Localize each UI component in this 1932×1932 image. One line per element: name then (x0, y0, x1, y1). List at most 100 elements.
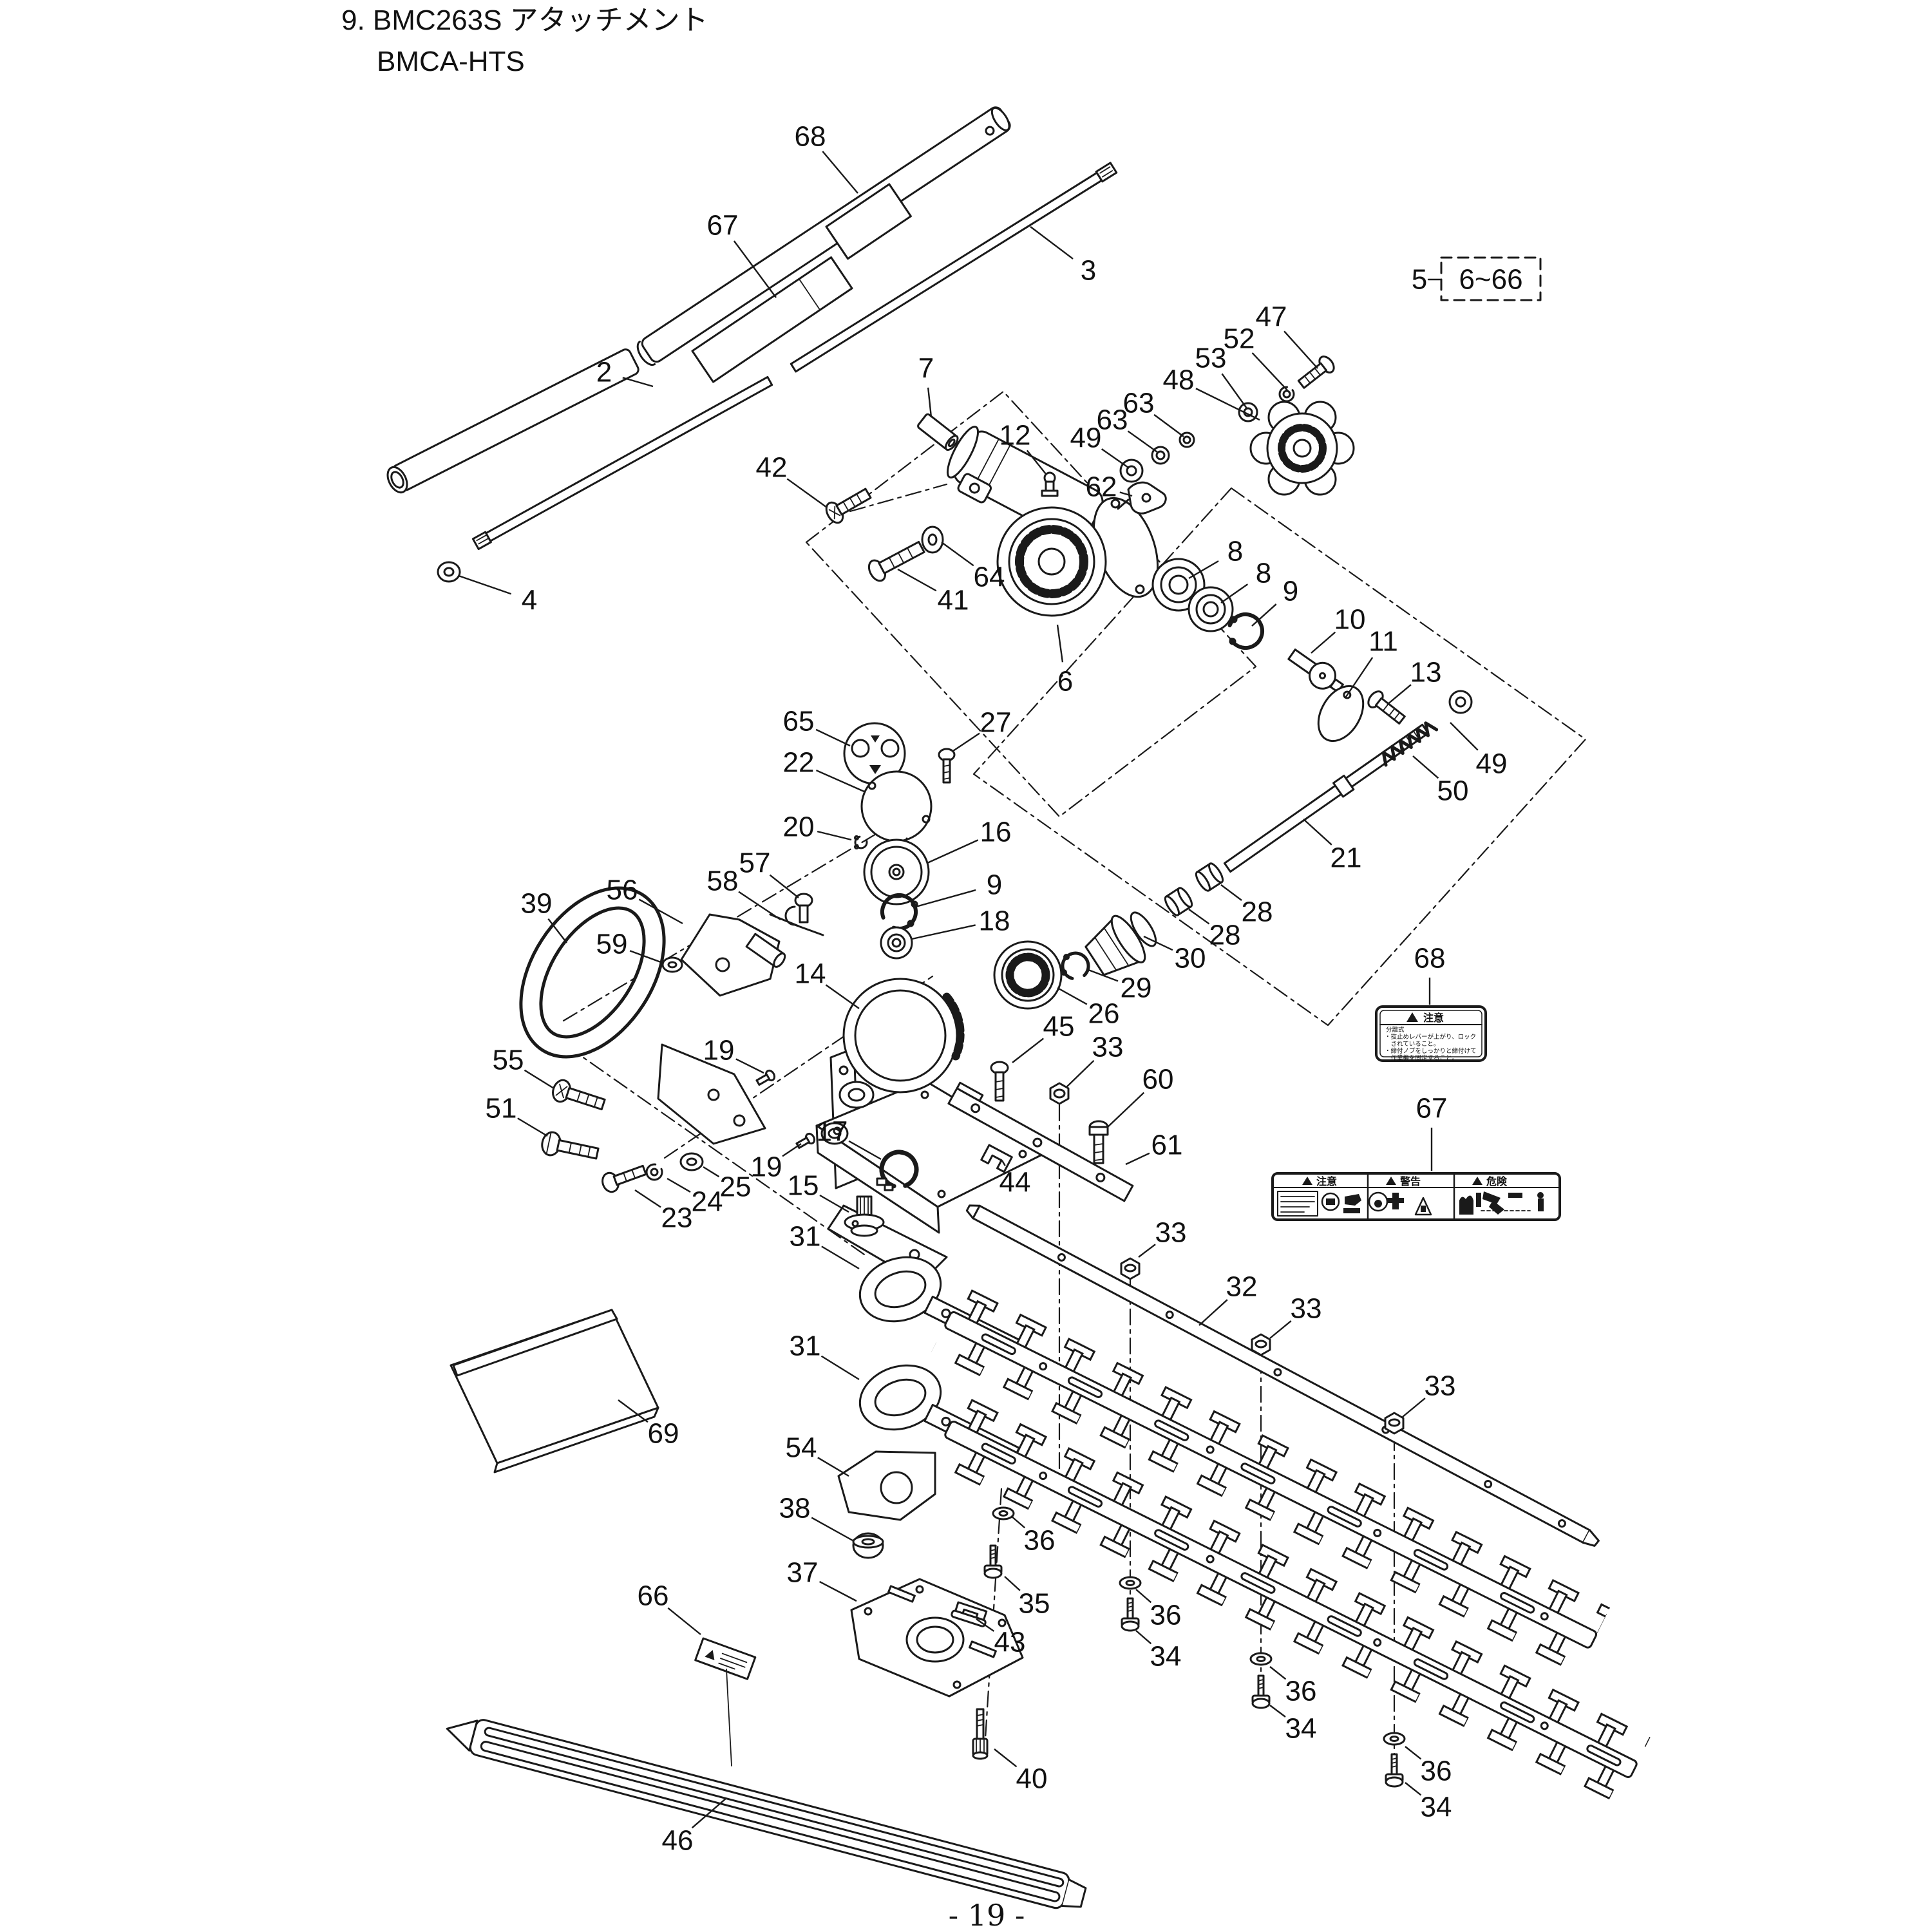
leader-14 (825, 984, 860, 1009)
leader-15 (819, 1194, 849, 1213)
bevel-gear-30 (1084, 911, 1157, 976)
part-label-33: 33 (1155, 1217, 1187, 1249)
e-ring-20 (854, 835, 868, 849)
part-label-34: 34 (1150, 1641, 1182, 1672)
part-label-28: 28 (1209, 920, 1241, 951)
bolt-60 (1088, 1120, 1109, 1164)
part-label-43: 43 (994, 1627, 1026, 1658)
leader-55 (524, 1069, 554, 1090)
gloves-boots-icon (1345, 1194, 1361, 1206)
leader-31 (821, 1245, 860, 1270)
part-label-15: 15 (788, 1170, 819, 1202)
washer-36b (1119, 1576, 1142, 1590)
washer-25 (679, 1152, 704, 1171)
leader-28 (1220, 884, 1242, 901)
bearing-18 (880, 926, 913, 960)
cutter-blade-lower (931, 1395, 1651, 1804)
pivot-bolt-15 (844, 1195, 885, 1237)
leader-7 (927, 387, 933, 418)
screw-13 (1367, 690, 1406, 725)
part-label-10: 10 (1334, 604, 1366, 636)
part-label-36: 36 (1024, 1525, 1056, 1557)
leader-51 (517, 1117, 548, 1137)
leader-68 (822, 151, 858, 194)
leader-54 (817, 1457, 849, 1477)
clamp-ring-17 (876, 1150, 919, 1191)
screw-34a (1121, 1597, 1140, 1632)
washer-49a (1119, 459, 1144, 483)
leader-37 (819, 1580, 857, 1602)
leader-34 (1405, 1782, 1422, 1796)
washer-53 (1238, 402, 1258, 422)
part-label-19: 19 (703, 1035, 735, 1066)
caution-label-title: 注意 (1423, 1012, 1444, 1024)
part-label-60: 60 (1142, 1064, 1174, 1095)
part-label-9: 9 (1283, 576, 1298, 607)
leader-40 (994, 1748, 1018, 1768)
leader-41 (897, 568, 937, 592)
part-label-16: 16 (980, 817, 1012, 848)
leader-18 (911, 924, 976, 940)
thrown-object-icon (1476, 1193, 1481, 1207)
leader-43 (976, 1618, 995, 1632)
lock-washer-52 (1278, 386, 1295, 402)
part-label-6: 6 (1057, 666, 1073, 697)
leader-61 (1125, 1152, 1150, 1166)
leader-11 (1345, 657, 1374, 697)
clamp-block-43 (951, 1601, 988, 1627)
part-label-50: 50 (1437, 775, 1469, 807)
snap-ring-9b (880, 893, 918, 931)
part-label-13: 13 (1410, 657, 1442, 688)
leader-20 (817, 830, 852, 841)
part-label-31: 31 (790, 1331, 821, 1362)
leader-13 (1387, 684, 1412, 705)
screw-34c (1385, 1753, 1404, 1788)
part-label-18: 18 (979, 905, 1010, 937)
grease-fitting-12 (1041, 471, 1059, 497)
blade-nut-33b (1120, 1257, 1141, 1280)
leader-34 (1135, 1630, 1152, 1645)
bolt-23 (601, 1164, 647, 1193)
part-label-41: 41 (938, 585, 969, 616)
locator-pin-7 (917, 413, 959, 451)
drum-16 (863, 838, 930, 905)
stud-10 (1287, 649, 1344, 694)
leader-8 (1220, 583, 1249, 603)
part-label-29: 29 (1121, 972, 1152, 1004)
leader-59 (629, 950, 661, 963)
part-label-39: 39 (521, 888, 553, 920)
leader-45 (1012, 1037, 1045, 1063)
leader-3 (1030, 226, 1074, 260)
part-label-58: 58 (707, 866, 739, 897)
leader-46 (691, 1797, 727, 1829)
part-label-11: 11 (1368, 626, 1398, 658)
leader-30 (1143, 935, 1173, 951)
leader-28 (1188, 909, 1210, 925)
blade-guard-46 (446, 1719, 1087, 1909)
support-bar-61 (947, 1081, 1134, 1202)
leader-49 (1450, 722, 1479, 751)
spec-decal-68 (825, 183, 912, 260)
part-label-53: 53 (1195, 343, 1227, 374)
part-label-20: 20 (783, 811, 815, 843)
leader-60 (1107, 1092, 1145, 1128)
washer-49b (1448, 690, 1473, 714)
cover-plate-22 (860, 770, 933, 844)
blade-nut-33c (1251, 1333, 1271, 1356)
washer-64 (921, 526, 944, 554)
outer-tube-lower-segment (386, 348, 639, 494)
part-label-36: 36 (1421, 1756, 1452, 1787)
strip-section-danger: 危険 (1486, 1175, 1508, 1188)
loop-handle-39 (519, 886, 766, 1145)
callout-layer: 6867234475253486363491276242644168891011… (458, 121, 1507, 1857)
leader-65 (815, 728, 851, 747)
part-label-17: 17 (817, 1116, 848, 1148)
thumb-screw-40 (972, 1708, 989, 1760)
leader-22 (815, 770, 866, 793)
part-label-63: 63 (1097, 404, 1128, 436)
leader-36 (1010, 1515, 1026, 1529)
page-number: - 19 - (949, 1898, 1025, 1932)
leader-12 (1026, 450, 1046, 475)
part-label-68: 68 (795, 121, 826, 153)
